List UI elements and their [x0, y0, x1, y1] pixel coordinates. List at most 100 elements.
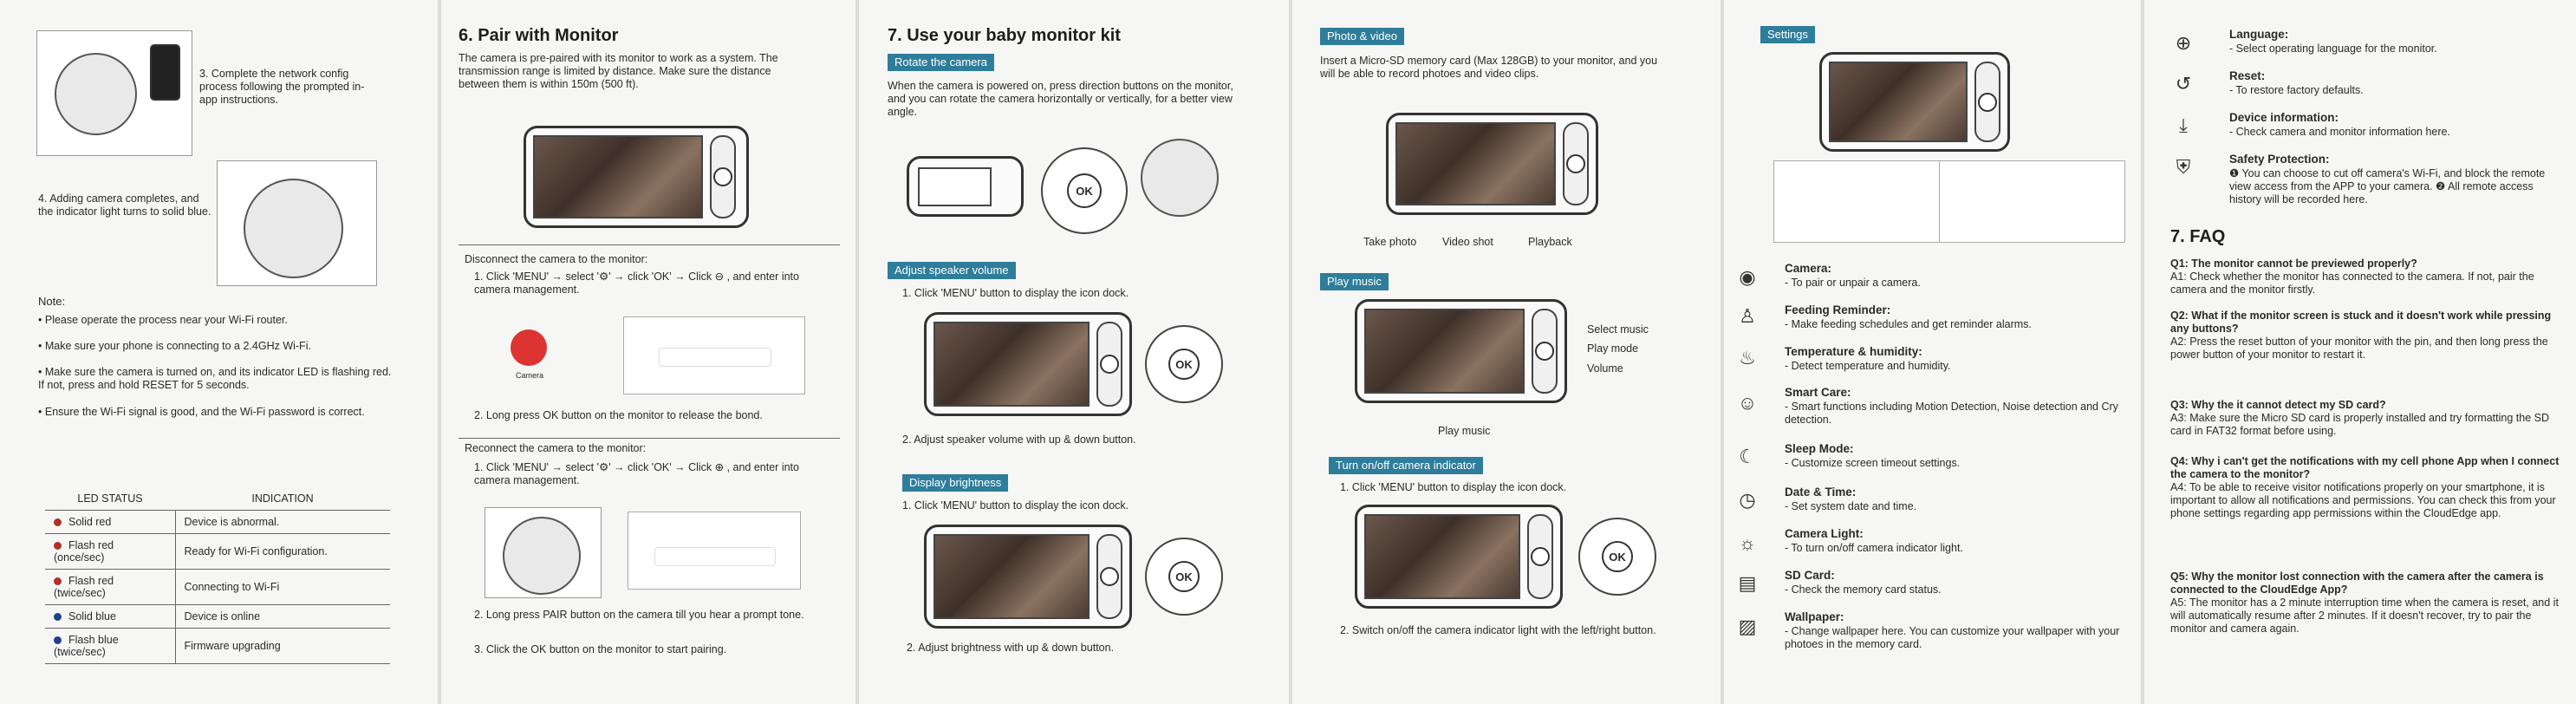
direction-pad: OK	[1145, 325, 1223, 403]
monitor-illustration	[1355, 505, 1563, 609]
brightness-tag: Display brightness	[902, 474, 1009, 492]
monitor-illustration	[924, 312, 1132, 416]
feature-feeding: Feeding Reminder:- Make feeding schedule…	[1785, 303, 2032, 330]
faq-item: Q2: What if the monitor screen is stuck …	[2170, 310, 2552, 361]
clock-icon: ◷	[1739, 489, 1756, 511]
camera-setup-illustration	[36, 30, 192, 156]
photo-tag: Photo & video	[1320, 28, 1404, 45]
indicator-step-2: 2. Switch on/off the camera indicator li…	[1340, 624, 1656, 636]
direction-pad: OK	[1578, 518, 1656, 596]
feature-safety: Safety Protection:❶ You can choose to cu…	[2229, 153, 2546, 205]
disconnect-step-1: 1. Click 'MENU' → select '⚙' → click 'OK…	[474, 271, 799, 296]
camera-pair-illustration	[485, 507, 602, 598]
ok-knob	[1535, 342, 1554, 361]
column-header: LED STATUS	[45, 487, 175, 511]
direction-pad: OK	[1041, 147, 1128, 234]
note-item: • Ensure the Wi-Fi signal is good, and t…	[38, 406, 365, 418]
divider	[459, 244, 840, 245]
monitor-illustration	[1386, 113, 1598, 215]
camera-complete-illustration	[217, 160, 377, 286]
camera-management-screenshot	[623, 316, 805, 394]
speaker-step-2: 2. Adjust speaker volume with up & down …	[902, 433, 1136, 446]
led-dot	[54, 577, 62, 586]
globe-icon: ⊕	[2175, 32, 2192, 54]
faq-item: Q5: Why the monitor lost connection with…	[2170, 570, 2559, 635]
camera-icon	[503, 517, 581, 595]
speaker-tag: Adjust speaker volume	[888, 262, 1016, 279]
monitor-screen	[1395, 122, 1556, 205]
led-dot	[54, 542, 62, 551]
monitor-illustration	[907, 156, 1024, 217]
led-dot	[54, 636, 62, 645]
sd-card-icon: ▤	[1738, 572, 1757, 594]
monitor-illustration	[524, 126, 749, 228]
music-caption: Play music	[1438, 425, 1491, 437]
monitor-buttons	[710, 135, 736, 218]
settings-tag: Settings	[1760, 26, 1815, 43]
reconnect-title: Reconnect the camera to the monitor:	[465, 442, 647, 454]
thermometer-icon: ♨	[1739, 347, 1756, 368]
column-header: INDICATION	[175, 487, 390, 511]
music-tag: Play music	[1320, 273, 1389, 290]
monitor-screen	[1829, 62, 1968, 142]
monitor-screen	[933, 322, 1090, 407]
camera-icon	[511, 329, 547, 366]
camera-management-screenshot	[628, 512, 801, 590]
reconnect-step-1: 1. Click 'MENU' → select '⚙' → click 'OK…	[474, 461, 799, 486]
note-item: • Make sure the camera is turned on, and…	[38, 366, 392, 391]
speaker-step-1: 1. Click 'MENU' button to display the ic…	[902, 287, 1129, 299]
monitor-screen	[918, 167, 992, 206]
settings-menu-screenshot	[1939, 160, 2125, 243]
feature-temperature: Temperature & humidity:- Detect temperat…	[1785, 345, 1951, 372]
panel-pair-monitor: 6. Pair with Monitor The camera is pre-p…	[441, 0, 855, 704]
note-title: Note:	[38, 295, 66, 308]
table-header: LED STATUS INDICATION	[45, 487, 390, 511]
smart-care-icon: ☺	[1737, 392, 1758, 414]
video-label: Video shot	[1442, 236, 1493, 248]
note-item: • Please operate the process near your W…	[38, 314, 288, 326]
panel-features: Photo & video Insert a Micro-SD memory c…	[1292, 0, 1721, 704]
monitor-buttons	[1974, 62, 2000, 142]
monitor-buttons	[1096, 534, 1122, 619]
reset-icon: ↺	[2175, 73, 2192, 95]
camera-entry	[654, 547, 776, 566]
settings-menu-screenshot	[1773, 160, 1964, 243]
play-mode-label: Play mode	[1587, 342, 1639, 355]
faq-item: Q1: The monitor cannot be previewed prop…	[2170, 257, 2534, 296]
rotate-text: When the camera is powered on, press dir…	[888, 80, 1233, 118]
indicator-tag: Turn on/off camera indicator	[1329, 457, 1483, 474]
photo-text: Insert a Micro-SD memory card (Max 128GB…	[1320, 55, 1658, 80]
camera-icon: ◉	[1739, 266, 1756, 288]
monitor-screen	[933, 534, 1090, 619]
ok-button: OK	[1168, 349, 1200, 380]
monitor-buttons	[1096, 322, 1122, 407]
ok-knob	[1100, 355, 1119, 374]
panel-settings: Settings ◉ Camera:- To pair or unpair a …	[1724, 0, 2141, 704]
lamp-icon: ☼	[1738, 532, 1757, 554]
ok-knob	[1566, 154, 1585, 173]
bottle-icon: ♙	[1739, 305, 1756, 327]
disconnect-title: Disconnect the camera to the monitor:	[465, 253, 648, 265]
table-row: Flash blue (twice/sec)Firmware upgrading	[45, 628, 390, 664]
monitor-screen	[533, 135, 703, 218]
table-row: Flash red (twice/sec)Connecting to Wi-Fi	[45, 569, 390, 605]
monitor-screen	[1364, 514, 1520, 599]
select-music-label: Select music	[1587, 323, 1649, 336]
monitor-buttons	[1532, 309, 1558, 394]
camera-icon	[1141, 139, 1219, 217]
camera-entry	[659, 348, 771, 367]
feature-sd-card: SD Card:- Check the memory card status.	[1785, 569, 1942, 596]
monitor-illustration	[924, 525, 1132, 629]
direction-pad: OK	[1145, 538, 1223, 616]
feature-camera-light: Camera Light:- To turn on/off camera ind…	[1785, 527, 1963, 554]
ok-knob	[1978, 93, 1997, 112]
camera-icon	[55, 53, 137, 135]
monitor-screen	[1364, 309, 1525, 394]
reconnect-step-2: 2. Long press PAIR button on the camera …	[474, 609, 804, 621]
panel-faq: ⊕ Language:- Select operating language f…	[2144, 0, 2576, 704]
volume-label: Volume	[1587, 362, 1623, 375]
monitor-illustration	[1355, 299, 1567, 403]
